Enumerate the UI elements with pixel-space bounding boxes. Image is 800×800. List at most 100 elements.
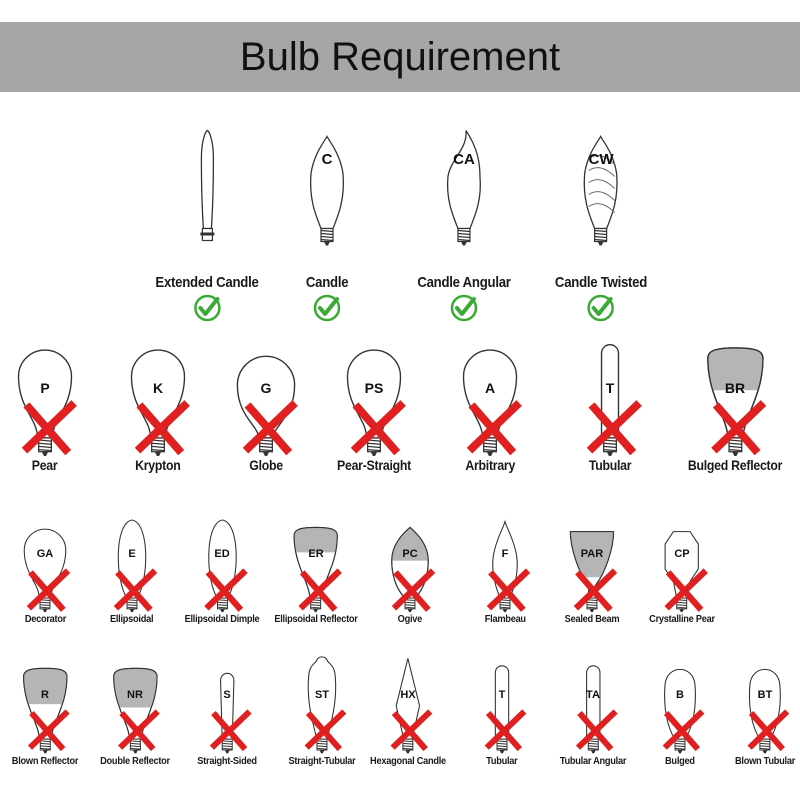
bulb-name: Pear: [32, 457, 58, 473]
bulb-name: Straight-Tubular: [288, 755, 356, 767]
bulb-icon: ED: [196, 515, 248, 613]
bulb-icon: S: [202, 655, 252, 755]
bulb-name: Flambeau: [484, 613, 526, 625]
bulb-name: Candle: [305, 274, 349, 291]
bulb-icon: ER: [290, 515, 342, 613]
bulb-icon: PC: [384, 515, 436, 613]
bulb-icon: GA: [19, 515, 71, 613]
bulb-name: Hexagonal Candle: [370, 755, 446, 767]
x-icon: [484, 709, 527, 752]
x-icon: [575, 709, 618, 752]
bulb-item: P Pear: [12, 332, 78, 473]
bulb-code: CW: [588, 151, 614, 169]
x-icon: [27, 568, 71, 612]
check-icon: [450, 294, 478, 322]
check-icon: [193, 294, 221, 322]
bulb-name: Bulged: [665, 755, 695, 767]
bulb-code: NR: [127, 689, 143, 701]
x-icon: [487, 568, 531, 612]
bulb-name: Ellipsoidal: [110, 613, 154, 625]
bulb-name: Blown Reflector: [11, 755, 79, 767]
bulb-item: BT Blown Tubular: [731, 655, 799, 767]
bulb-icon: [177, 105, 237, 270]
bulb-icon: CA: [434, 105, 494, 270]
x-icon: [117, 709, 160, 752]
bulb-item: F Flambeau: [479, 515, 531, 625]
bulb-icon: P: [12, 332, 78, 457]
bulb-item: A Arbitrary: [457, 332, 523, 473]
x-icon: [586, 400, 642, 456]
bulb-item: PC Ogive: [384, 515, 436, 625]
bulb-code: K: [152, 379, 164, 396]
bulb-icon: HX: [383, 655, 433, 755]
bulb-item: NR Double Reflector: [95, 655, 174, 767]
bulb-code: T: [605, 379, 615, 396]
bulb-code: PS: [364, 379, 384, 396]
bulb-code: F: [501, 548, 509, 561]
bulb-name: Sealed Beam: [564, 613, 620, 625]
bulb-icon: CW: [571, 105, 631, 270]
bulb-item: GA Decorator: [19, 515, 71, 625]
x-icon: [662, 709, 705, 752]
check-icon: [587, 294, 615, 322]
bulb-item: CA Candle Angular: [411, 105, 517, 323]
bulb-code: BR: [724, 379, 746, 396]
bulb-name: Tubular Angular: [559, 755, 627, 767]
x-icon: [209, 709, 252, 752]
x-icon: [466, 400, 522, 456]
bulb-name: Ellipsoidal Reflector: [274, 613, 358, 625]
x-icon: [21, 400, 77, 456]
bulb-icon: BR: [702, 332, 768, 457]
bulb-icon: T: [577, 332, 643, 457]
bulb-code: BT: [757, 689, 773, 701]
bulb-code: GA: [36, 548, 54, 561]
bulb-icon: B: [655, 655, 705, 755]
bulb-code: A: [484, 379, 496, 396]
bulb-item: ED Ellipsoidal Dimple: [179, 515, 264, 625]
x-icon: [204, 568, 248, 612]
bulb-code: CP: [674, 548, 690, 561]
bulb-icon: R: [20, 655, 70, 755]
bulb-item: TA Tubular Angular: [555, 655, 630, 767]
bulb-name: Ellipsoidal Dimple: [184, 613, 260, 625]
bulb-icon: NR: [110, 655, 160, 755]
bulb-icon: T: [477, 655, 527, 755]
x-icon: [711, 400, 767, 456]
x-icon: [134, 400, 190, 456]
bulb-icon: PS: [341, 332, 407, 457]
bulb-name: Decorator: [24, 613, 66, 625]
bulb-name: Candle Twisted: [554, 274, 648, 291]
bulb-code: B: [676, 689, 684, 701]
bulb-code: R: [41, 689, 49, 701]
bulb-icon: G: [233, 332, 299, 457]
bulb-code: PAR: [580, 548, 604, 561]
bulb-code: P: [40, 379, 50, 396]
x-icon: [114, 568, 158, 612]
bulb-icon: ST: [297, 655, 347, 755]
bulb-code: PC: [402, 548, 418, 561]
bulb-icon: CP: [656, 515, 708, 613]
bulb-name: Krypton: [135, 457, 181, 473]
bulb-code: TA: [586, 689, 600, 701]
bulb-name: Ogive: [397, 613, 423, 625]
bulb-code: ED: [214, 548, 230, 561]
bulb-code: HX: [400, 689, 416, 701]
bulb-item: HX Hexagonal Candle: [365, 655, 451, 767]
bulb-item: Extended Candle: [148, 105, 265, 323]
bulb-name: Blown Tubular: [734, 755, 796, 767]
x-icon: [298, 568, 342, 612]
x-icon: [747, 709, 790, 752]
bulb-name: Candle Angular: [417, 274, 511, 291]
bulb-icon: E: [106, 515, 158, 613]
bulb-name: Arbitrary: [465, 457, 515, 473]
bulb-item: B Bulged: [655, 655, 705, 767]
bulb-name: Globe: [249, 457, 283, 473]
bulb-name: Double Reflector: [100, 755, 170, 767]
